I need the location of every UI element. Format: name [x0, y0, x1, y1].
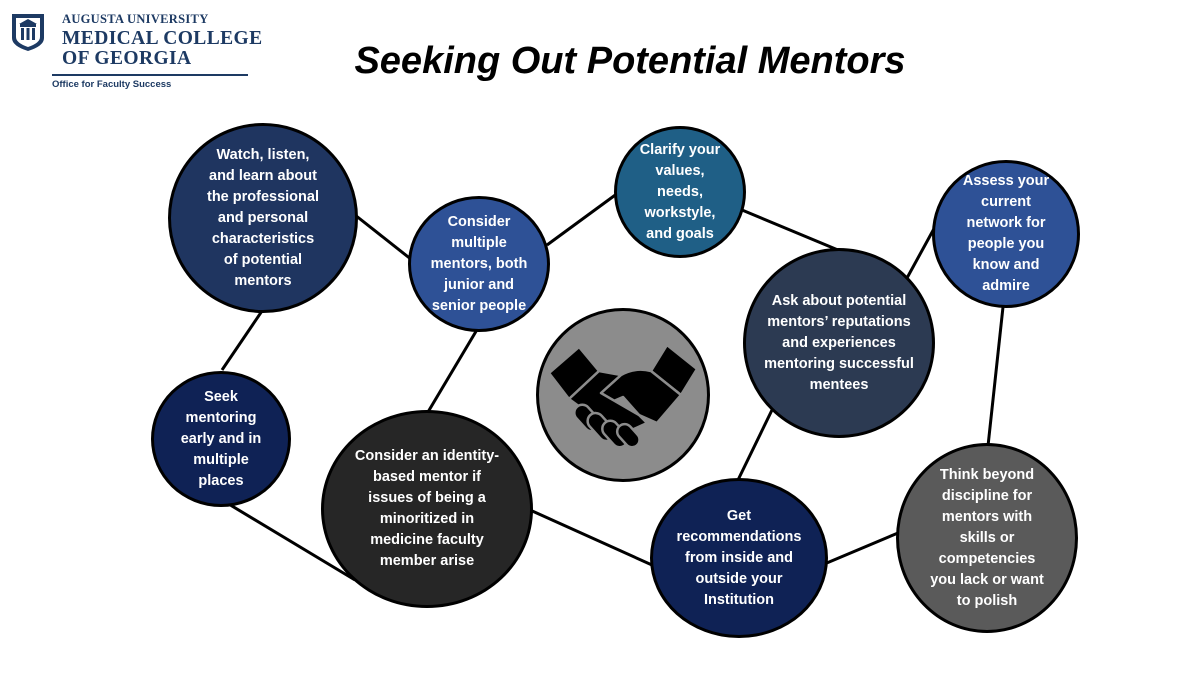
link-recommend-think	[821, 531, 899, 567]
node-watch-text: Watch, listen, and learn about the profe…	[207, 146, 319, 289]
node-ask: Ask about potential mentors’ reputations…	[743, 248, 935, 438]
node-assess: Assess your current network for people y…	[932, 160, 1080, 308]
link-consider-multiple-clarify	[546, 191, 619, 247]
college-name-line2: OF GEORGIA	[62, 48, 192, 69]
link-watch-consider-multiple	[354, 213, 413, 262]
link-seek-identity	[221, 498, 356, 582]
logo-divider	[52, 74, 248, 76]
node-seek: Seek mentoring early and in multiple pla…	[151, 371, 291, 507]
handshake-icon	[547, 343, 699, 449]
link-clarify-ask	[741, 208, 839, 252]
handshake-badge	[536, 308, 710, 482]
node-assess-text: Assess your current network for people y…	[962, 173, 1050, 294]
node-think: Think beyond discipline for mentors with…	[896, 443, 1078, 633]
node-consider-multiple: Consider multiple mentors, both junior a…	[408, 196, 550, 332]
link-assess-ask	[905, 224, 938, 279]
link-consider-multiple-identity	[426, 327, 480, 413]
university-name: AUGUSTA UNIVERSITY	[62, 12, 209, 26]
link-assess-think	[986, 306, 1005, 447]
node-ask-text: Ask about potential mentors’ reputations…	[764, 292, 914, 393]
university-seal-icon	[12, 14, 44, 51]
node-identity-text: Consider an identity-based mentor if iss…	[354, 448, 500, 569]
node-recommend-text: Get recommendations from inside and outs…	[676, 507, 802, 608]
node-consider-multiple-text: Consider multiple mentors, both junior a…	[430, 213, 528, 314]
node-clarify: Clarify your values, needs, workstyle, a…	[614, 126, 746, 258]
college-name-line1: MEDICAL COLLEGE	[62, 28, 263, 49]
link-watch-seek	[220, 307, 266, 371]
office-name: Office for Faculty Success	[52, 79, 172, 90]
college-logo: AUGUSTA UNIVERSITY MEDICAL COLLEGE OF GE…	[10, 10, 262, 94]
node-watch: Watch, listen, and learn about the profe…	[168, 123, 358, 313]
node-recommend: Get recommendations from inside and outs…	[650, 478, 828, 638]
node-identity: Consider an identity-based mentor if iss…	[321, 410, 533, 608]
link-ask-recommend	[736, 409, 774, 481]
slide-title: Seeking Out Potential Mentors	[354, 40, 906, 82]
node-think-text: Think beyond discipline for mentors with…	[930, 466, 1044, 609]
node-clarify-text: Clarify your values, needs, workstyle, a…	[639, 141, 721, 242]
node-seek-text: Seek mentoring early and in multiple pla…	[180, 388, 262, 489]
link-identity-recommend	[529, 508, 653, 567]
